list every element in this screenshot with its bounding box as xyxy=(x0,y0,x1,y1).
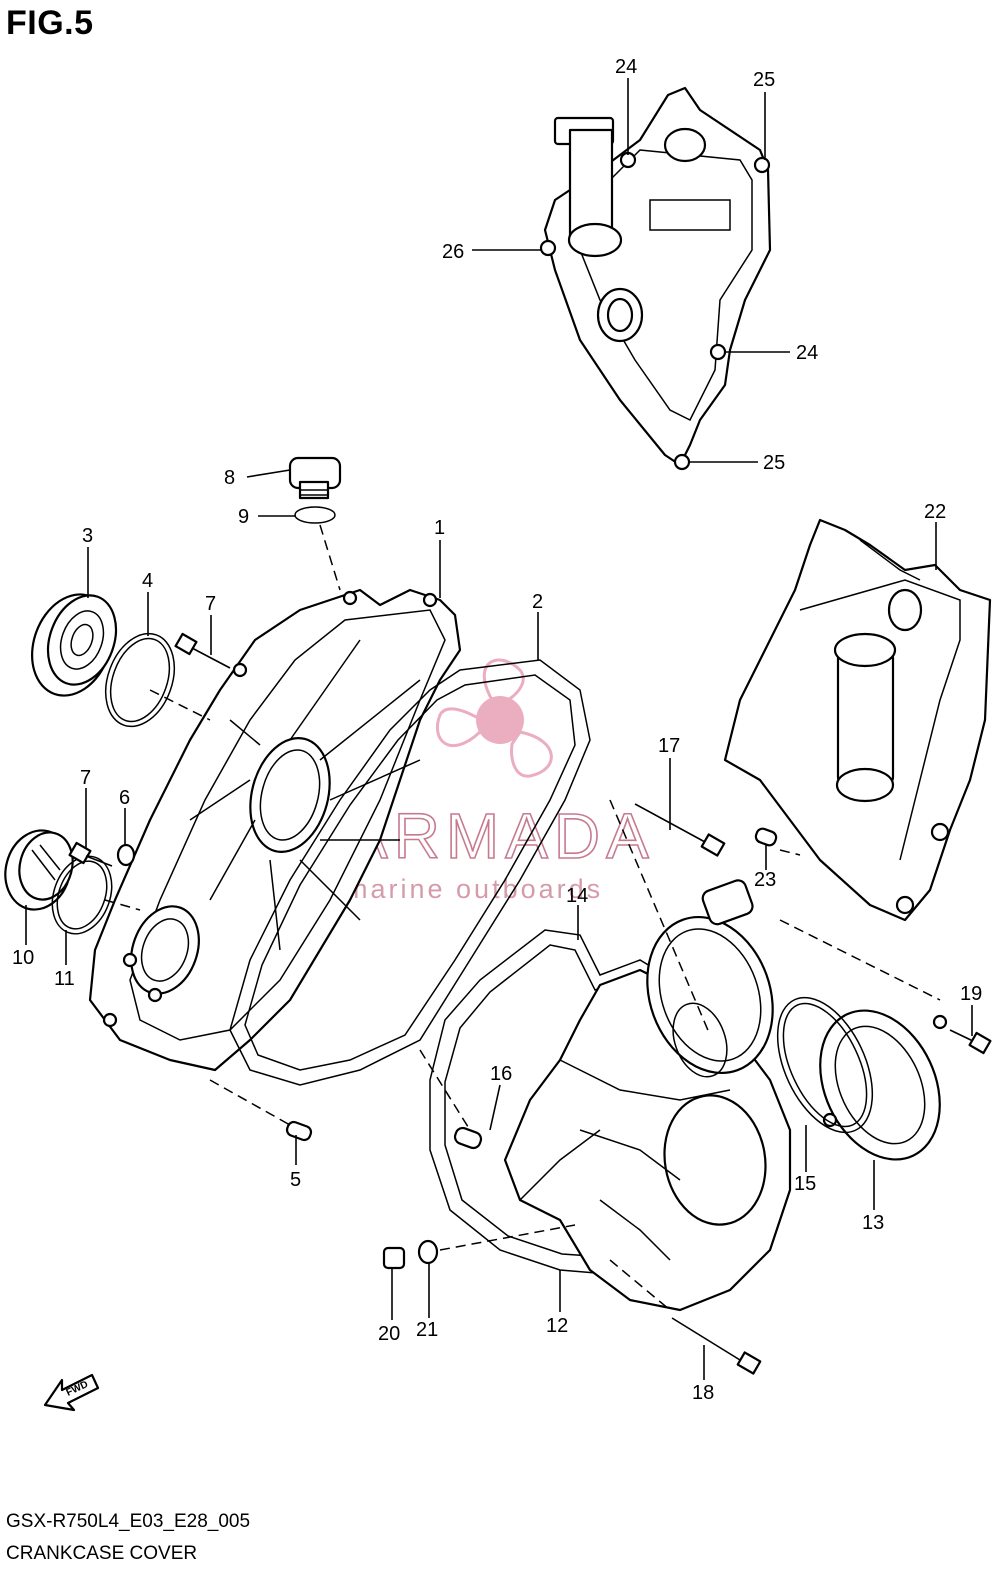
part-13-cover xyxy=(819,1009,948,1161)
callout-6: 6 xyxy=(119,787,130,809)
watermark-brand: ARMADA xyxy=(345,800,655,872)
figure-title: FIG.5 xyxy=(6,4,94,42)
callout-25-bottom: 25 xyxy=(763,452,785,474)
callout-9: 9 xyxy=(238,506,249,528)
part-10-plug xyxy=(4,829,74,911)
callout-21: 21 xyxy=(416,1319,438,1341)
fwd-arrow-icon: FWD xyxy=(43,1373,100,1412)
part-16-dowel xyxy=(453,1126,483,1150)
callout-5: 5 xyxy=(290,1169,301,1191)
part-19-bolt xyxy=(949,1029,992,1055)
callout-20: 20 xyxy=(378,1323,400,1345)
part-2-gasket xyxy=(229,659,591,1086)
part-22-cover xyxy=(723,518,992,922)
callout-23: 23 xyxy=(754,869,776,891)
callout-7-upper: 7 xyxy=(205,593,216,615)
figure-code: GSX-R750L4_E03_E28_005 xyxy=(6,1511,251,1532)
callout-11: 11 xyxy=(54,968,75,990)
armada-watermark: ARMADA marine outboards xyxy=(344,658,655,904)
callout-12: 12 xyxy=(546,1315,568,1337)
callout-17: 17 xyxy=(658,735,680,757)
alignment-lines xyxy=(104,524,941,1311)
part-15-o-ring xyxy=(776,996,874,1134)
watermark-tagline: marine outboards xyxy=(345,874,603,904)
part-3-plug xyxy=(31,593,118,697)
callout-10: 10 xyxy=(12,947,34,969)
part-11-o-ring xyxy=(51,855,113,935)
callout-24-top: 24 xyxy=(615,56,637,78)
callout-numbers: 24 25 26 24 25 8 9 1 2 22 3 4 7 7 6 10 1… xyxy=(12,56,982,1404)
part-20-bolt xyxy=(382,1246,406,1270)
part-5-dowel xyxy=(285,1120,313,1142)
callout-8: 8 xyxy=(224,467,235,489)
callout-18: 18 xyxy=(692,1382,714,1404)
callout-1: 1 xyxy=(434,517,445,539)
part-7-bolt-lower xyxy=(68,841,113,867)
part-21-washer xyxy=(417,1239,439,1265)
starter-housing xyxy=(646,879,774,1078)
callout-13: 13 xyxy=(862,1212,884,1234)
part-1-crankcase-cover xyxy=(88,588,462,1072)
figure-name: CRANKCASE COVER xyxy=(6,1543,198,1564)
part-23-dowel xyxy=(754,827,778,847)
leader-lines xyxy=(25,78,973,1380)
part-26-bracket-cover xyxy=(539,86,772,471)
part-8-filler-cap xyxy=(288,456,342,500)
part-6-washer xyxy=(116,843,136,867)
part-7-bolt-upper xyxy=(174,632,231,669)
callout-24-mid: 24 xyxy=(796,342,818,364)
callout-14: 14 xyxy=(566,885,588,907)
callout-25-top: 25 xyxy=(753,69,775,91)
callout-16: 16 xyxy=(490,1063,512,1085)
callout-7-lower: 7 xyxy=(80,767,91,789)
callout-3: 3 xyxy=(82,525,93,547)
callout-19: 19 xyxy=(960,983,982,1005)
callout-22: 22 xyxy=(924,501,946,523)
callout-2: 2 xyxy=(532,591,543,613)
callout-15: 15 xyxy=(794,1173,816,1195)
part-18-bolt xyxy=(671,1317,762,1375)
part-4-o-ring xyxy=(104,632,176,728)
part-9-o-ring xyxy=(294,506,336,524)
propeller-logo-icon xyxy=(435,658,553,778)
callout-26: 26 xyxy=(442,241,464,263)
callout-4: 4 xyxy=(142,570,153,592)
